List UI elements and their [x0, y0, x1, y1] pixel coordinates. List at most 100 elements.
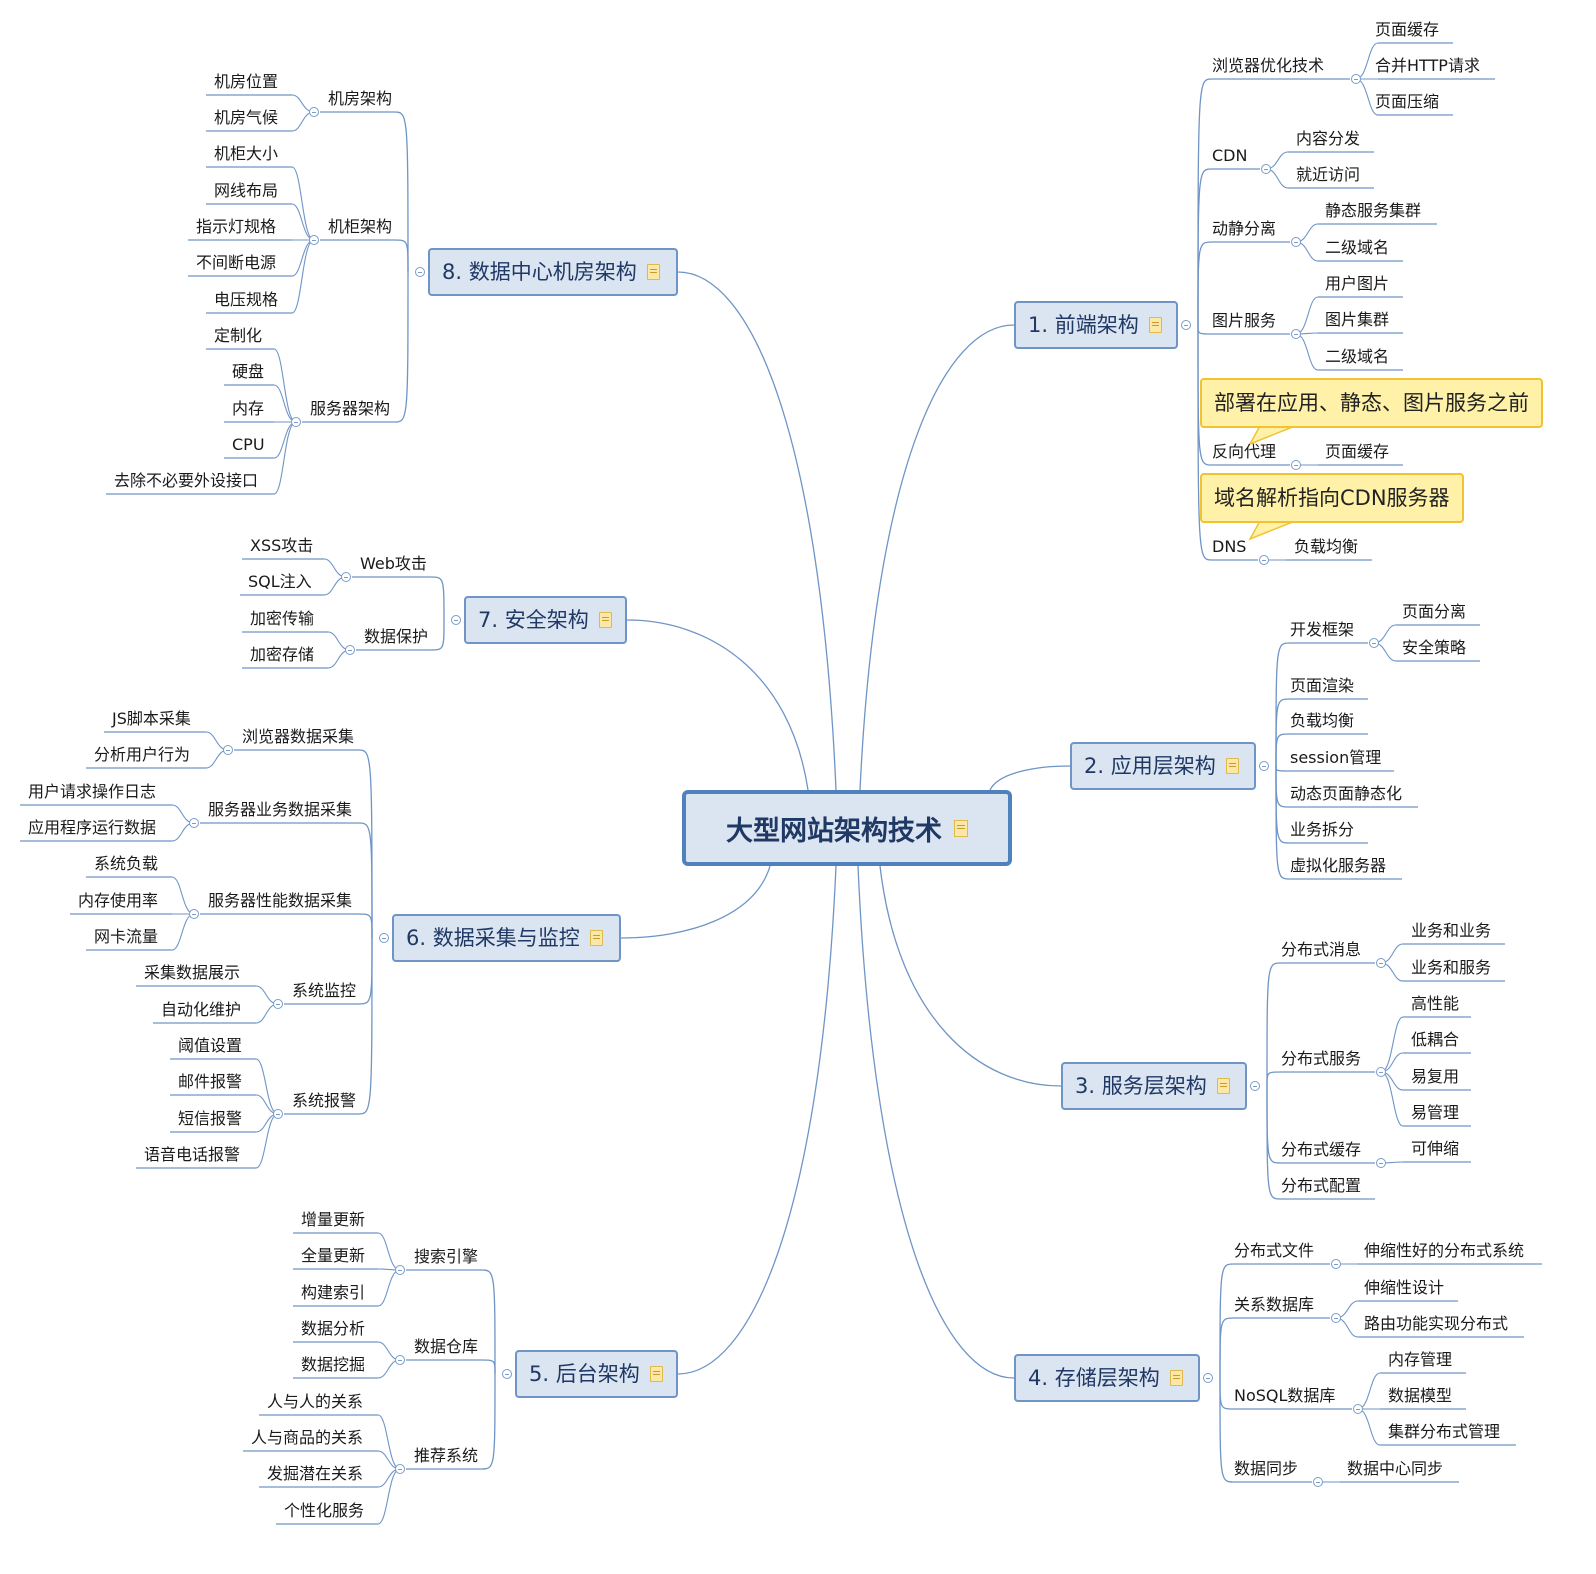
leaf-label[interactable]: 内容分发: [1296, 129, 1361, 148]
leaf-label[interactable]: 易管理: [1411, 1103, 1460, 1122]
subtopic-label[interactable]: 动态页面静态化: [1290, 784, 1403, 803]
collapse-toggle-icon[interactable]: [395, 1265, 405, 1275]
branch-topic[interactable]: 7. 安全架构: [464, 596, 627, 644]
branch-topic[interactable]: 5. 后台架构: [515, 1350, 678, 1398]
collapse-toggle-icon[interactable]: [273, 1109, 283, 1119]
leaf-label[interactable]: XSS攻击: [250, 536, 314, 555]
leaf-label[interactable]: 安全策略: [1402, 638, 1467, 657]
leaf-label[interactable]: 不间断电源: [196, 253, 277, 272]
subtopic-label[interactable]: 系统报警: [292, 1091, 357, 1110]
leaf-label[interactable]: 伸缩性设计: [1364, 1278, 1445, 1297]
collapse-toggle-icon[interactable]: [1181, 320, 1191, 330]
subtopic-label[interactable]: 动静分离: [1212, 219, 1277, 238]
collapse-toggle-icon[interactable]: [189, 818, 199, 828]
leaf-label[interactable]: 业务和服务: [1411, 958, 1492, 977]
subtopic-label[interactable]: 浏览器优化技术: [1212, 56, 1325, 75]
leaf-label[interactable]: 应用程序运行数据: [28, 818, 157, 837]
branch-topic[interactable]: 3. 服务层架构: [1061, 1062, 1247, 1110]
subtopic-label[interactable]: 图片服务: [1212, 311, 1277, 330]
note-icon[interactable]: [646, 264, 660, 280]
subtopic-label[interactable]: 分布式文件: [1234, 1241, 1315, 1260]
subtopic-label[interactable]: 服务器架构: [310, 399, 391, 418]
leaf-label[interactable]: 加密存储: [250, 645, 315, 664]
leaf-label[interactable]: 高性能: [1411, 994, 1460, 1013]
leaf-label[interactable]: 页面缓存: [1375, 20, 1440, 39]
collapse-toggle-icon[interactable]: [309, 235, 319, 245]
subtopic-label[interactable]: 服务器性能数据采集: [208, 891, 353, 910]
leaf-label[interactable]: 系统负载: [94, 854, 159, 873]
leaf-label[interactable]: 用户图片: [1325, 274, 1390, 293]
leaf-label[interactable]: 内存使用率: [78, 891, 159, 910]
leaf-label[interactable]: 人与人的关系: [267, 1392, 364, 1411]
leaf-label[interactable]: 自动化维护: [161, 1000, 242, 1019]
collapse-toggle-icon[interactable]: [1261, 164, 1271, 174]
collapse-toggle-icon[interactable]: [415, 267, 425, 277]
subtopic-label[interactable]: 分布式服务: [1281, 1049, 1362, 1068]
collapse-toggle-icon[interactable]: [1376, 1158, 1386, 1168]
leaf-label[interactable]: 发掘潜在关系: [267, 1464, 364, 1483]
note-icon[interactable]: [649, 1366, 663, 1382]
leaf-label[interactable]: 网卡流量: [94, 927, 159, 946]
subtopic-label[interactable]: 开发框架: [1290, 620, 1355, 639]
subtopic-label[interactable]: 业务拆分: [1290, 820, 1355, 839]
leaf-label[interactable]: 易复用: [1411, 1067, 1460, 1086]
leaf-label[interactable]: 机房位置: [214, 72, 279, 91]
note-icon[interactable]: [1148, 317, 1162, 333]
collapse-toggle-icon[interactable]: [1351, 74, 1361, 84]
collapse-toggle-icon[interactable]: [309, 107, 319, 117]
leaf-label[interactable]: 路由功能实现分布式: [1364, 1314, 1509, 1333]
collapse-toggle-icon[interactable]: [1250, 1081, 1260, 1091]
collapse-toggle-icon[interactable]: [1313, 1477, 1323, 1487]
leaf-label[interactable]: 可伸缩: [1411, 1139, 1460, 1158]
subtopic-label[interactable]: session管理: [1290, 748, 1382, 767]
collapse-toggle-icon[interactable]: [1376, 1067, 1386, 1077]
leaf-label[interactable]: 页面分离: [1402, 602, 1467, 621]
collapse-toggle-icon[interactable]: [379, 933, 389, 943]
subtopic-label[interactable]: 负载均衡: [1290, 711, 1355, 730]
collapse-toggle-icon[interactable]: [1331, 1259, 1341, 1269]
leaf-label[interactable]: 人与商品的关系: [251, 1428, 364, 1447]
leaf-label[interactable]: 个性化服务: [284, 1501, 365, 1520]
collapse-toggle-icon[interactable]: [1291, 460, 1301, 470]
note-icon[interactable]: [589, 930, 603, 946]
subtopic-label[interactable]: Web攻击: [360, 554, 427, 573]
leaf-label[interactable]: 全量更新: [301, 1246, 366, 1265]
collapse-toggle-icon[interactable]: [451, 615, 461, 625]
leaf-label[interactable]: 去除不必要外设接口: [114, 471, 259, 490]
subtopic-label[interactable]: 搜索引擎: [414, 1247, 479, 1266]
leaf-label[interactable]: 数据挖掘: [301, 1355, 366, 1374]
leaf-label[interactable]: 采集数据展示: [144, 963, 241, 982]
collapse-toggle-icon[interactable]: [502, 1369, 512, 1379]
collapse-toggle-icon[interactable]: [189, 909, 199, 919]
leaf-label[interactable]: 电压规格: [214, 290, 279, 309]
leaf-label[interactable]: 数据分析: [301, 1319, 366, 1338]
subtopic-label[interactable]: 服务器业务数据采集: [208, 800, 353, 819]
collapse-toggle-icon[interactable]: [1376, 958, 1386, 968]
leaf-label[interactable]: 负载均衡: [1294, 537, 1359, 556]
leaf-label[interactable]: CPU: [232, 435, 265, 454]
subtopic-label[interactable]: 关系数据库: [1234, 1295, 1315, 1314]
collapse-toggle-icon[interactable]: [345, 645, 355, 655]
collapse-toggle-icon[interactable]: [1259, 555, 1269, 565]
leaf-label[interactable]: 语音电话报警: [144, 1145, 241, 1164]
subtopic-label[interactable]: 分布式配置: [1281, 1176, 1362, 1195]
subtopic-label[interactable]: 反向代理: [1212, 442, 1277, 461]
subtopic-label[interactable]: 数据同步: [1234, 1459, 1299, 1478]
collapse-toggle-icon[interactable]: [1259, 761, 1269, 771]
leaf-label[interactable]: 就近访问: [1296, 165, 1361, 184]
leaf-label[interactable]: 分析用户行为: [94, 745, 191, 764]
subtopic-label[interactable]: 机柜架构: [328, 217, 393, 236]
leaf-label[interactable]: 业务和业务: [1411, 921, 1492, 940]
leaf-label[interactable]: 机柜大小: [214, 144, 279, 163]
leaf-label[interactable]: 二级域名: [1325, 238, 1390, 257]
subtopic-label[interactable]: 页面渲染: [1290, 676, 1355, 695]
collapse-toggle-icon[interactable]: [395, 1464, 405, 1474]
collapse-toggle-icon[interactable]: [223, 745, 233, 755]
subtopic-label[interactable]: 系统监控: [292, 981, 357, 1000]
subtopic-label[interactable]: 数据保护: [364, 627, 429, 646]
note-icon[interactable]: [954, 819, 968, 837]
leaf-label[interactable]: 定制化: [214, 326, 263, 345]
collapse-toggle-icon[interactable]: [291, 417, 301, 427]
leaf-label[interactable]: 网线布局: [214, 181, 279, 200]
subtopic-label[interactable]: 数据仓库: [414, 1337, 479, 1356]
